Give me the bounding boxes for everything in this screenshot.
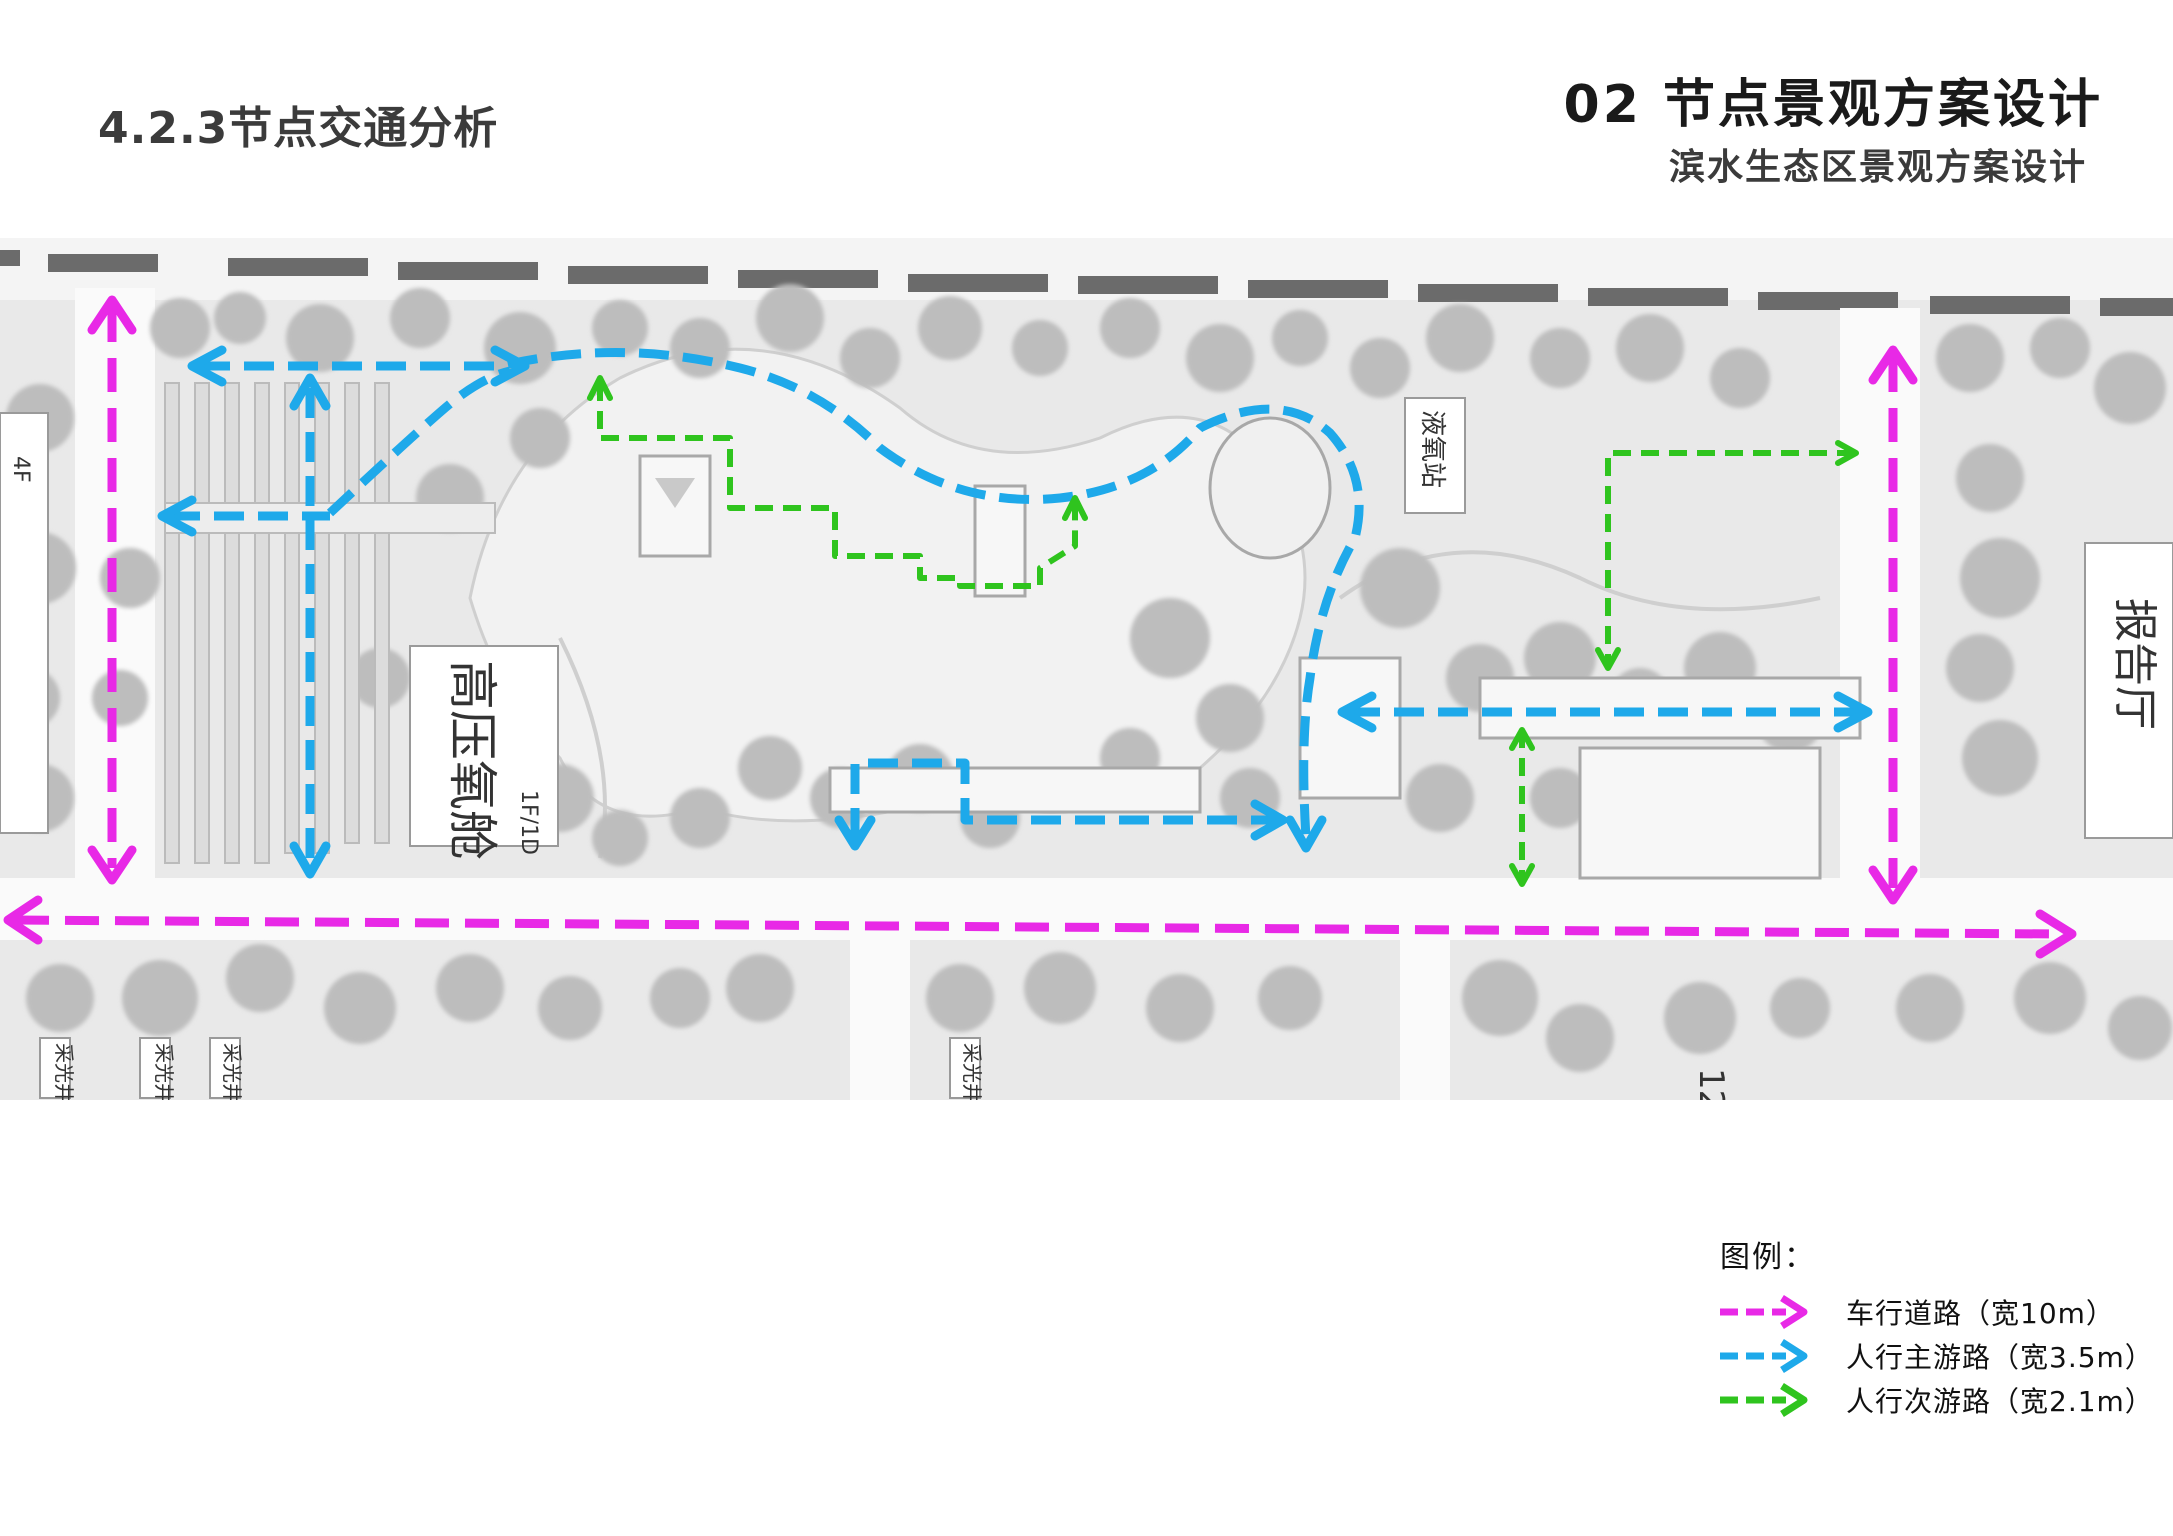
pond-island — [1208, 416, 1332, 560]
liquid-oxygen-label: 液氧站 — [1417, 410, 1447, 488]
left-building-floor-label: 4F — [8, 456, 33, 483]
hyperbaric-building — [409, 645, 559, 847]
hyperbaric-label: 高压氧舱 — [443, 660, 501, 860]
legend-label-primary: 人行主游路（宽3.5m） — [1846, 1341, 2154, 1374]
primary-arrowheads — [157, 345, 1873, 879]
chapter-title: 02 节点景观方案设计 — [1563, 75, 2103, 135]
skylight-label-b: 采光井 — [152, 1043, 176, 1100]
skylight-c — [209, 1037, 241, 1099]
hyperbaric-floor-label: 1F/1D — [516, 790, 541, 855]
secondary-route-zigzag — [597, 383, 1078, 589]
secondary-pedestrian-routes — [597, 383, 1855, 883]
legend-title: 图例： — [1720, 1240, 1816, 1275]
buildings — [0, 397, 2173, 1099]
section-title: 4.2.3节点交通分析 — [98, 103, 499, 154]
vehicle-routes — [14, 308, 2061, 939]
vehicle-arrowheads — [3, 295, 2077, 959]
report-hall-building — [2084, 542, 2173, 839]
legend-item-vehicle: 车行道路（宽10m） — [1720, 1290, 2154, 1334]
secondary-arrowheads — [587, 375, 1859, 887]
liquid-oxygen-building — [1404, 397, 1466, 514]
legend-item-secondary: 人行次游路（宽2.1m） — [1720, 1378, 2154, 1422]
legend-label-vehicle: 车行道路（宽10m） — [1846, 1297, 2115, 1330]
secondary-route-swatch — [1720, 1383, 1808, 1417]
park-lawn — [468, 347, 1307, 823]
primary-route-diagonal — [326, 366, 512, 517]
legend-label-secondary: 人行次游路（宽2.1m） — [1846, 1385, 2154, 1418]
skylight-label-a: 采光井 — [52, 1043, 76, 1100]
chapter-subtitle: 滨水生态区景观方案设计 — [1668, 147, 2087, 188]
report-hall-label: 报告厅 — [2109, 598, 2160, 730]
legend-item-primary: 人行主游路（宽3.5m） — [1720, 1334, 2154, 1378]
skylight-label-c: 采光井 — [220, 1043, 244, 1100]
legend: 图例： 车行道路（宽10m） 人行主游路（宽3.5m） 人行次游路（宽2.1m） — [1720, 1232, 2154, 1422]
skylight-d — [949, 1037, 981, 1099]
primary-pedestrian-routes — [170, 348, 1860, 868]
skylight-b — [139, 1037, 171, 1099]
vehicle-route-south — [14, 915, 2061, 939]
top-parking-strip — [0, 238, 2173, 316]
primary-route-swatch — [1720, 1339, 1808, 1373]
left-building — [0, 412, 49, 834]
vehicle-route-swatch — [1720, 1295, 1808, 1329]
building-labels: 高压氧舱 1F/1D 液氧站 4F 报告厅 采光井 采光井 采光井 采光井 12 — [8, 410, 2160, 1100]
site-plan-map: 高压氧舱 1F/1D 液氧站 4F 报告厅 采光井 采光井 采光井 采光井 12 — [0, 238, 2173, 1100]
primary-route-south-step — [850, 758, 1275, 838]
skylight-a — [39, 1037, 71, 1099]
primary-route-main-loop — [200, 348, 1364, 839]
skylight-label-d: 采光井 — [960, 1043, 984, 1100]
bottom-right-number: 12 — [1691, 1068, 1731, 1100]
